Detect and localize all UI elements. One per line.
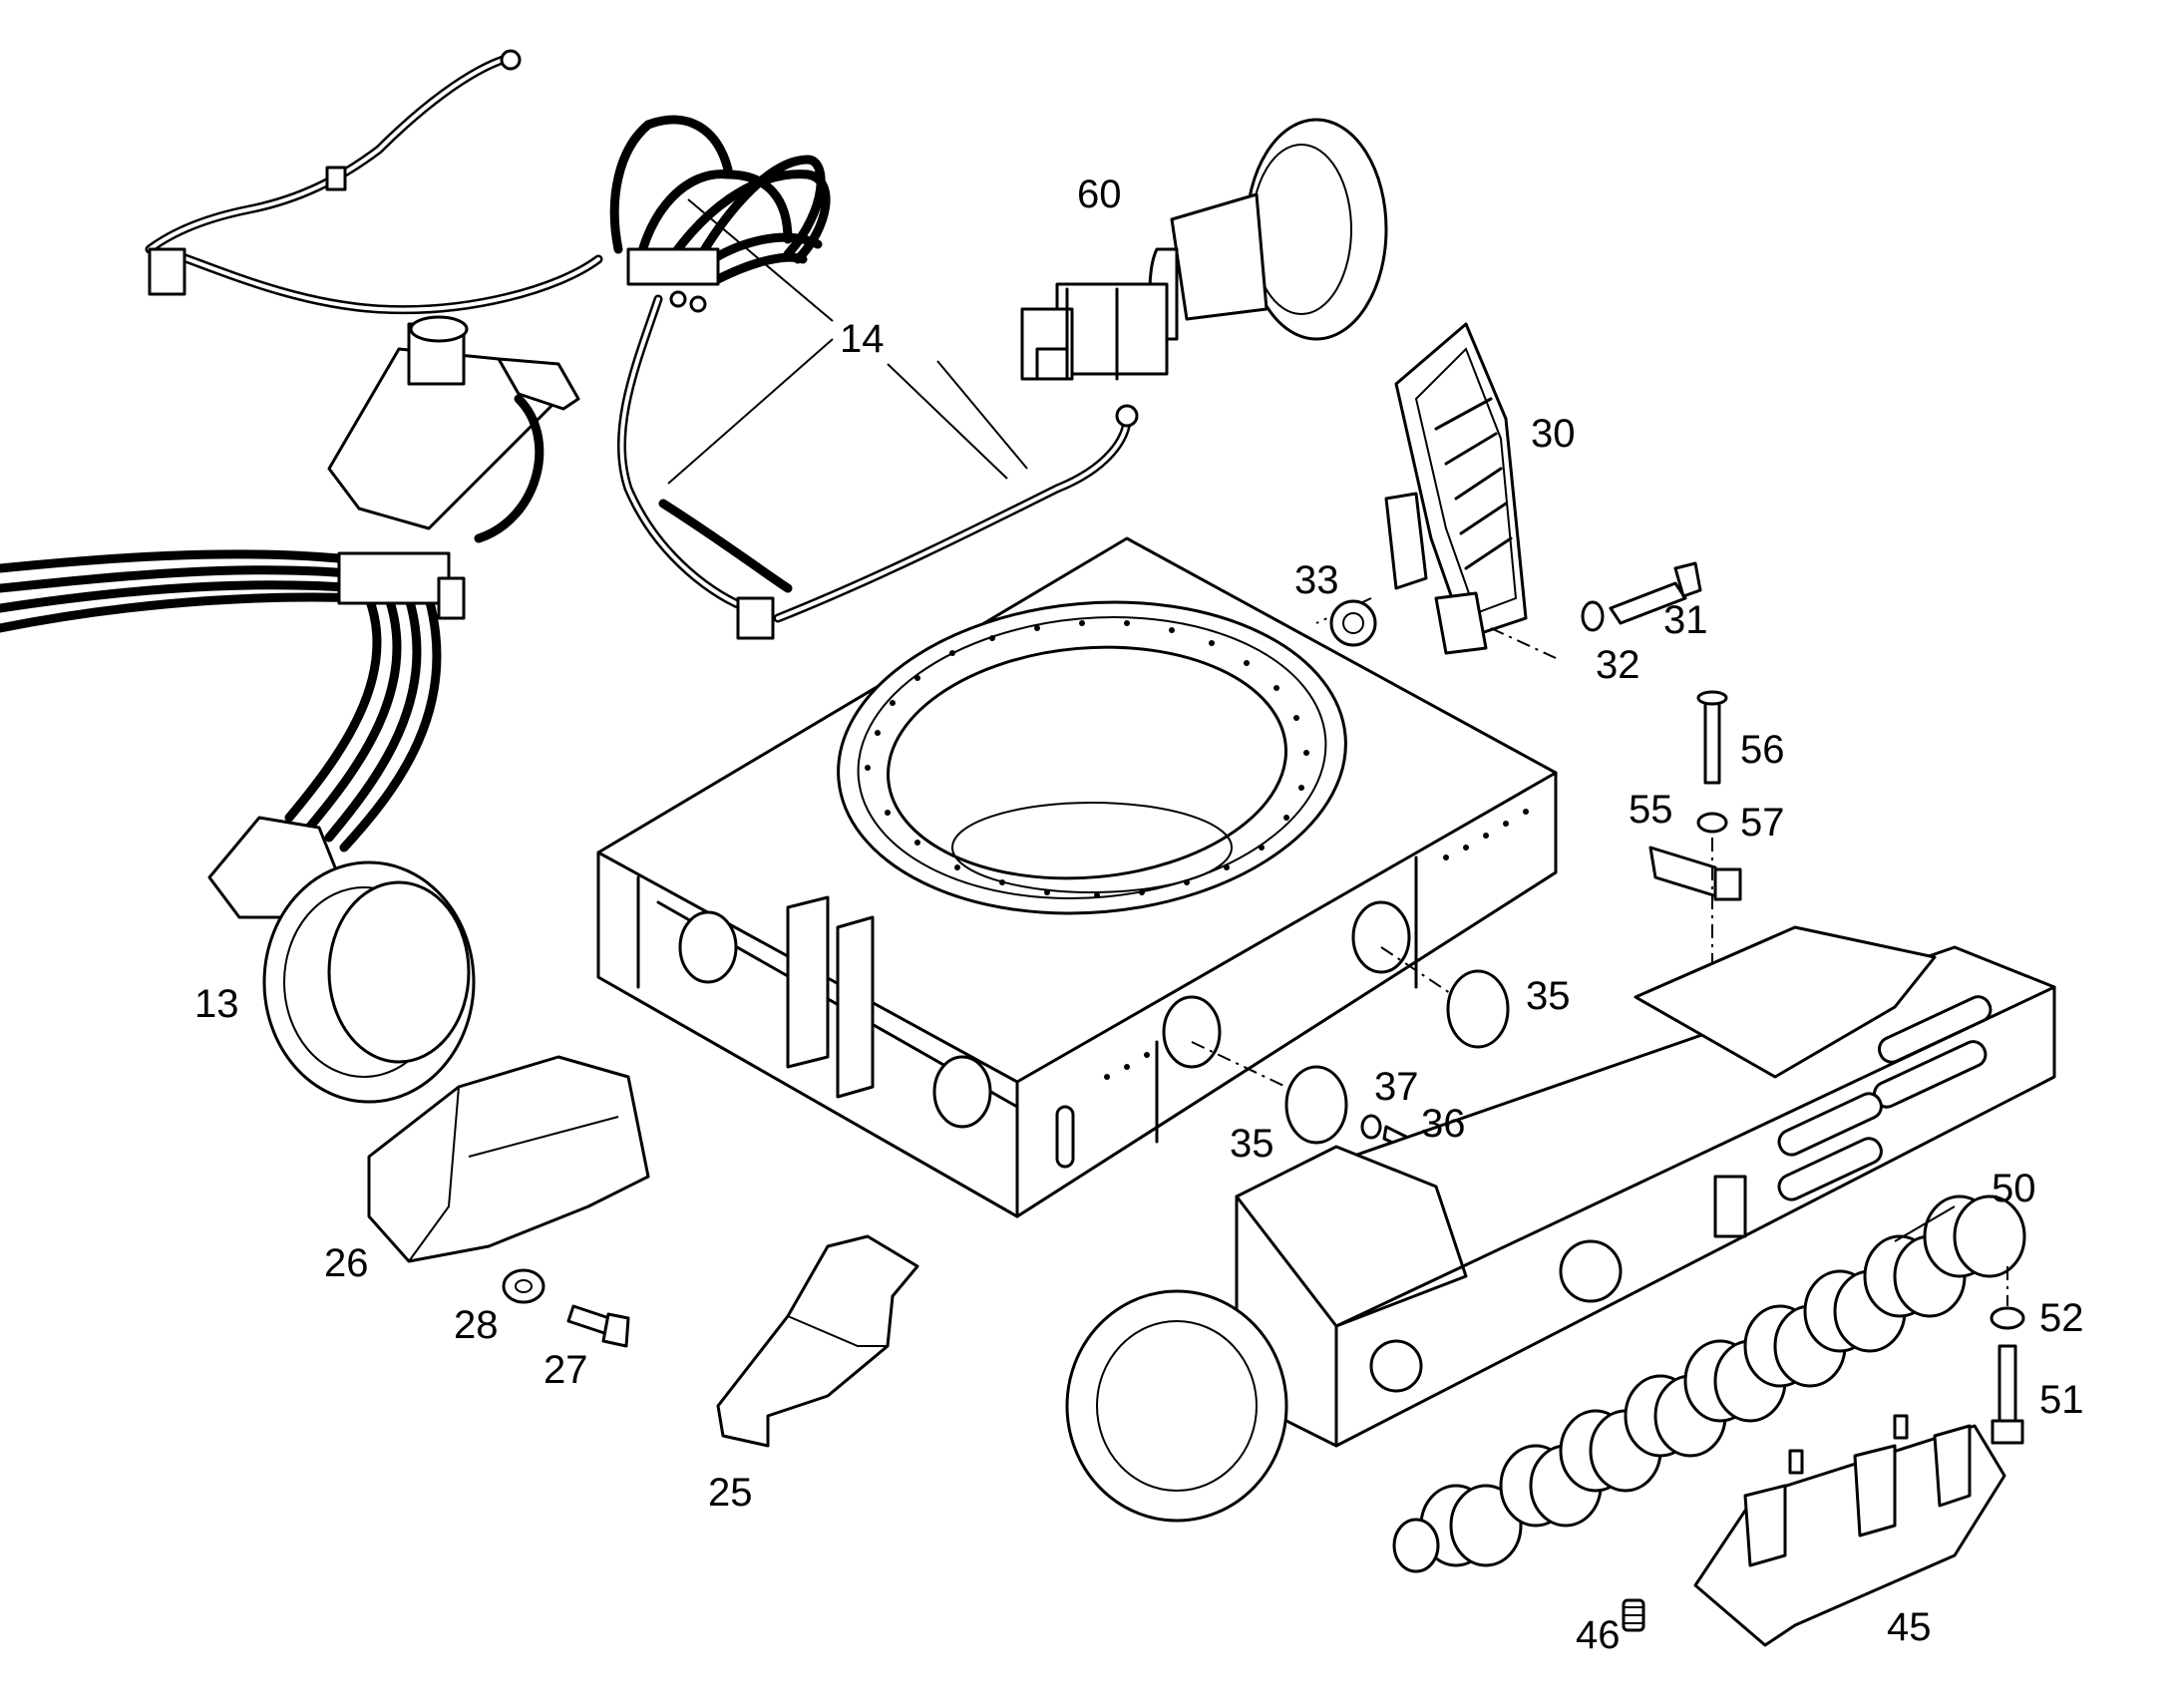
leader-lines <box>667 198 1956 1242</box>
part-label-51: 51 <box>2039 1378 2084 1422</box>
part-label-35-left: 35 <box>1230 1122 1274 1166</box>
part-label-27: 27 <box>544 1348 588 1392</box>
part-label-46: 46 <box>1576 1613 1621 1657</box>
part-label-60: 60 <box>1077 172 1122 216</box>
track-frame <box>1065 925 2056 1523</box>
main-frame <box>596 536 1558 1218</box>
part-label-30: 30 <box>1531 412 1576 456</box>
track-guard <box>1693 1414 2006 1647</box>
gearbox-assembly <box>1020 118 1388 381</box>
part-label-25: 25 <box>708 1471 753 1515</box>
part-label-57: 57 <box>1740 801 1785 845</box>
bolt-washer-31-32 <box>1581 561 1702 632</box>
part-label-36: 36 <box>1421 1102 1466 1146</box>
hydraulic-motor-assembly <box>0 315 580 1104</box>
bolt-switch-55-56-57 <box>1648 690 1742 1037</box>
washer-28 <box>502 1268 545 1304</box>
part-label-55: 55 <box>1629 788 1673 832</box>
part-label-56: 56 <box>1740 728 1785 772</box>
part-label-32: 32 <box>1596 643 1640 687</box>
part-label-45: 45 <box>1887 1605 1932 1649</box>
spring-46 <box>1622 1598 1645 1632</box>
guard-25 <box>716 1234 919 1448</box>
part-label-26: 26 <box>324 1241 369 1285</box>
part-label-14: 14 <box>840 317 885 361</box>
part-label-50: 50 <box>1992 1167 2036 1210</box>
track-rollers <box>1392 1195 2026 1573</box>
part-label-13: 13 <box>194 982 239 1026</box>
access-step-assembly <box>1315 322 1557 659</box>
part-label-52: 52 <box>2039 1296 2084 1340</box>
part-label-37: 37 <box>1374 1065 1419 1109</box>
bolt-27 <box>566 1304 630 1348</box>
part-label-33: 33 <box>1294 558 1339 602</box>
hose-harness-upper <box>145 49 1139 640</box>
part-label-31: 31 <box>1663 598 1708 642</box>
part-label-28: 28 <box>454 1303 499 1347</box>
part-label-35-right: 35 <box>1526 974 1571 1018</box>
guard-26 <box>367 1055 650 1263</box>
bolt-washer-51-52 <box>1990 1266 2025 1445</box>
part-labels: 13 14 25 26 27 28 30 31 32 33 35 35 36 3… <box>194 172 2084 1657</box>
